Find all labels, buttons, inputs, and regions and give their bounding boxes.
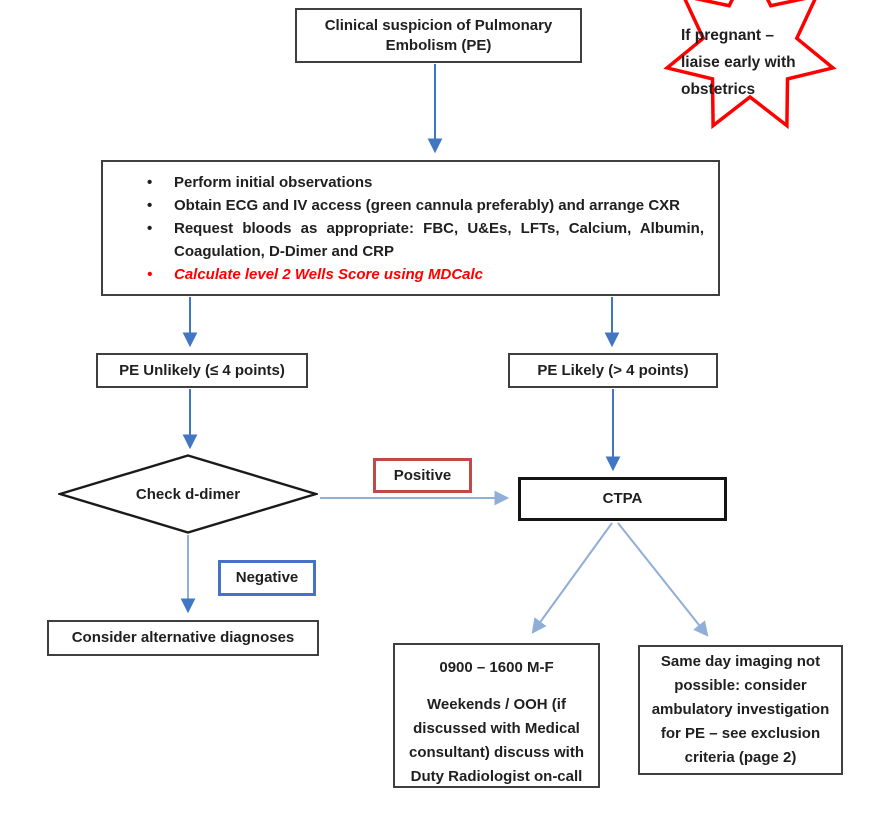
alternative-diagnoses-box: Consider alternative diagnoses	[47, 620, 319, 656]
star-shape-icon	[663, 0, 837, 130]
positive-label: Positive	[393, 466, 452, 484]
bullet-bloods: Request bloods as appropriate: FBC, U&Es…	[174, 220, 704, 260]
ambulatory-pathway-box: Same day imaging not possible: consider …	[638, 645, 843, 775]
radiology-hours-label: 0900 – 1600 M-F	[439, 659, 554, 676]
bullet-icon: •	[147, 174, 153, 191]
arrow-ctpa-to-radiology	[531, 522, 613, 634]
radiology-ooh-label: Weekends / OOH (if discussed with Medica…	[408, 696, 585, 785]
pregnancy-star: If pregnant – liaise early with obstetri…	[650, 0, 850, 136]
bullet-ecg-iv-cxr: Obtain ECG and IV access (green cannula …	[174, 197, 680, 214]
pregnancy-star-line-3: obstetrics	[681, 81, 756, 98]
diamond-shape-icon	[58, 454, 318, 534]
clinical-suspicion-label: Clinical suspicion of Pulmonary Embolism…	[324, 16, 553, 54]
pe-likely-label: PE Likely (> 4 points)	[537, 361, 689, 379]
positive-result-box: Positive	[373, 458, 472, 493]
bullet-icon: •	[147, 266, 153, 283]
bullet-icon: •	[147, 220, 153, 237]
pregnancy-star-line-2: liaise early with	[681, 54, 796, 71]
pregnancy-star-line-1: If pregnant –	[681, 27, 775, 44]
alternative-diagnoses-label: Consider alternative diagnoses	[71, 629, 295, 646]
pe-unlikely-label: PE Unlikely (≤ 4 points)	[119, 361, 285, 379]
radiology-contact-box: 0900 – 1600 M-F Weekends / OOH (if discu…	[393, 643, 600, 788]
arrow-ctpa-to-ambulatory	[617, 522, 709, 637]
bullet-wells-score: Calculate level 2 Wells Score using MDCa…	[174, 266, 484, 283]
check-ddimer-label: Check d-dimer	[135, 485, 241, 503]
ambulatory-pathway-label: Same day imaging not possible: consider …	[651, 653, 830, 766]
pe-unlikely-box: PE Unlikely (≤ 4 points)	[96, 353, 308, 388]
ctpa-box: CTPA	[518, 477, 727, 521]
pregnancy-star-text: If pregnant – liaise early with obstetri…	[681, 22, 831, 103]
bullet-item: • Calculate level 2 Wells Score using MD…	[147, 263, 704, 286]
negative-result-box: Negative	[218, 560, 316, 596]
bullet-icon: •	[147, 197, 153, 214]
bullet-item: • Obtain ECG and IV access (green cannul…	[147, 194, 704, 217]
clinical-suspicion-box: Clinical suspicion of Pulmonary Embolism…	[295, 8, 582, 63]
bullet-item: • Perform initial observations	[147, 171, 704, 194]
negative-label: Negative	[235, 569, 299, 586]
bullet-observations: Perform initial observations	[174, 174, 373, 191]
bullet-item: • Request bloods as appropriate: FBC, U&…	[147, 217, 704, 263]
ctpa-label: CTPA	[602, 490, 643, 507]
check-ddimer-diamond: Check d-dimer	[58, 454, 318, 534]
pe-likely-box: PE Likely (> 4 points)	[508, 353, 718, 388]
initial-actions-box: • Perform initial observations • Obtain …	[101, 160, 720, 296]
